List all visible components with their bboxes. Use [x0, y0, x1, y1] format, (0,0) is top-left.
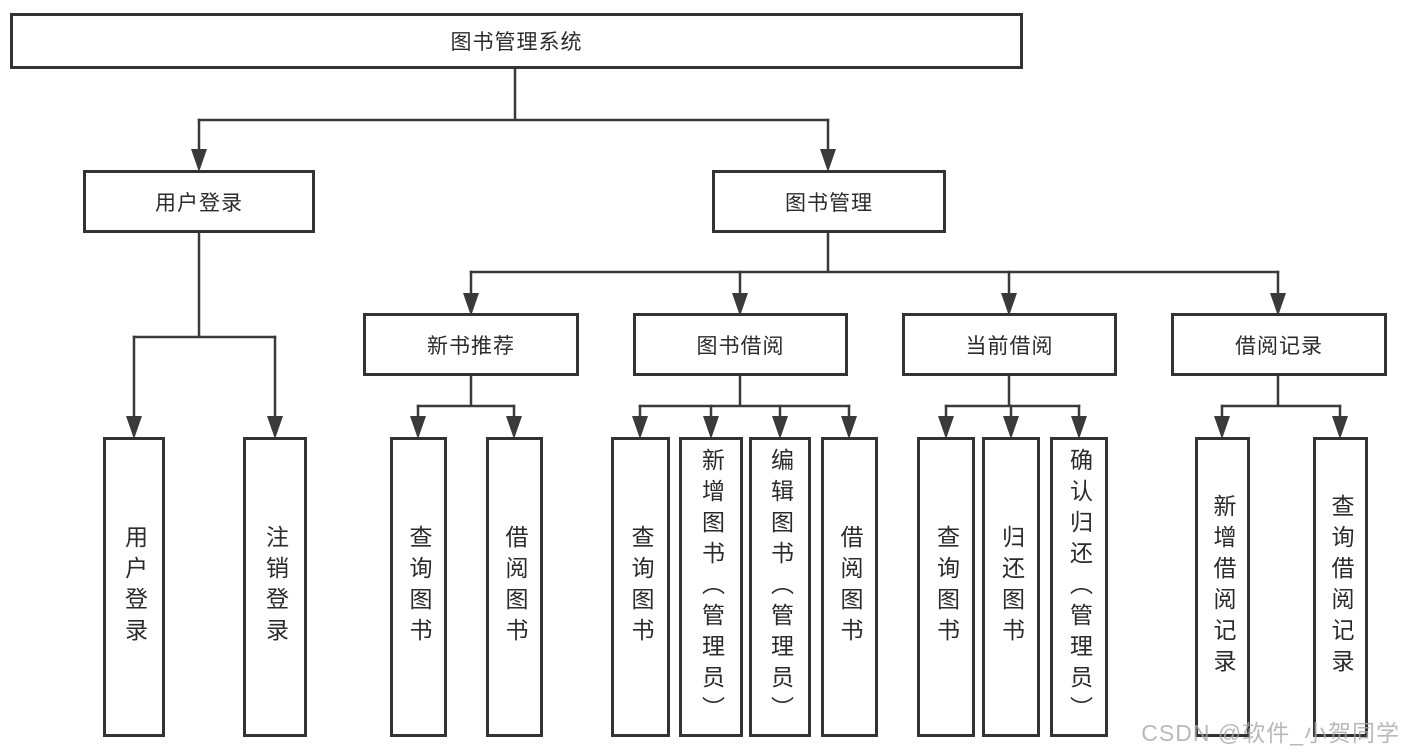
leaf-borrow-books: 借阅图书: [821, 437, 878, 737]
node-root-system: 图书管理系统: [10, 13, 1023, 69]
leaf-edit-book-admin: 编辑图书（管理员）: [749, 437, 811, 737]
arrow-down-icon: [126, 118, 1348, 439]
leaf-user-login: 用户登录: [103, 437, 165, 737]
node-book-management: 图书管理: [712, 170, 946, 233]
leaf-query-books-recommend: 查询图书: [390, 437, 447, 737]
leaf-borrow-books-recommend: 借阅图书: [486, 437, 543, 737]
node-new-book-recommend: 新书推荐: [363, 313, 579, 376]
leaf-query-borrow-record: 查询借阅记录: [1313, 437, 1368, 737]
leaf-add-book-admin: 新增图书（管理员）: [679, 437, 743, 737]
node-book-borrow: 图书借阅: [633, 313, 848, 376]
node-current-borrow: 当前借阅: [902, 313, 1117, 376]
branch-rails: [132, 67, 1342, 408]
leaf-logout: 注销登录: [243, 437, 307, 737]
node-borrow-records: 借阅记录: [1171, 313, 1387, 376]
node-user-login: 用户登录: [83, 170, 315, 233]
leaf-return-books: 归还图书: [982, 437, 1040, 737]
leaf-query-books-current: 查询图书: [917, 437, 975, 737]
leaf-confirm-return-admin: 确认归还（管理员）: [1050, 437, 1108, 737]
csdn-watermark: CSDN @软件_小贺同学: [1141, 720, 1400, 746]
leaf-query-books-borrow: 查询图书: [611, 437, 670, 737]
leaf-add-borrow-record: 新增借阅记录: [1195, 437, 1250, 737]
